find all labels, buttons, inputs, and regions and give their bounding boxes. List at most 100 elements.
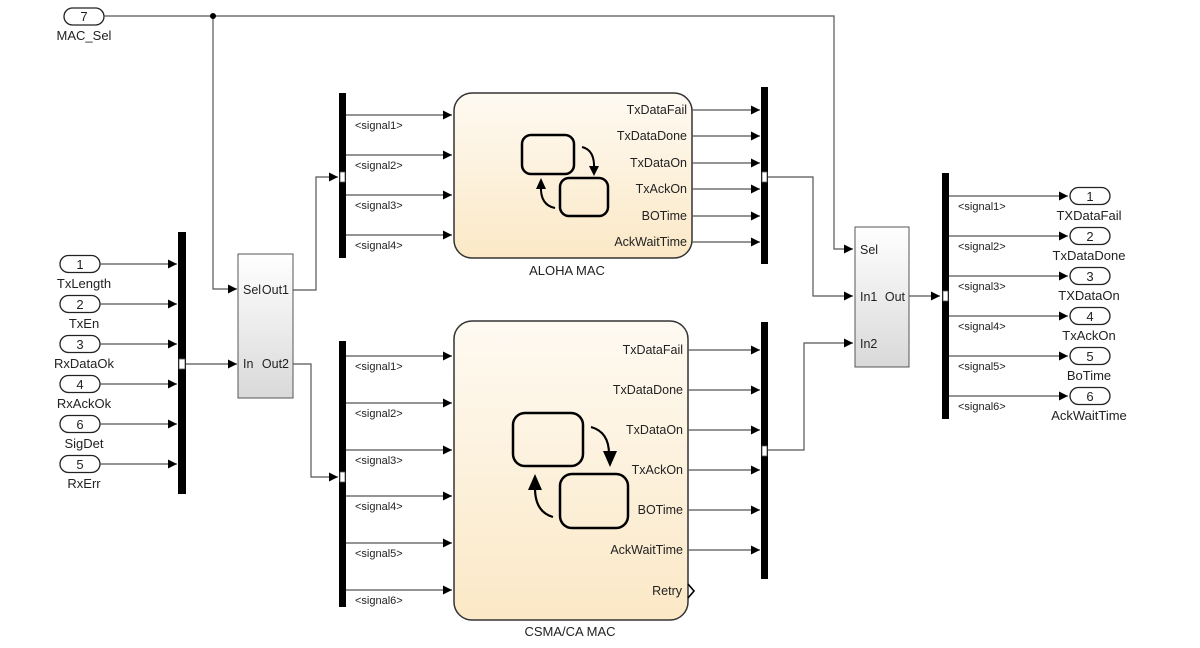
outport-pill[interactable] xyxy=(1069,226,1111,246)
state-icon xyxy=(520,133,576,176)
output-line[interactable]: TxDataOn xyxy=(630,156,760,170)
chart-output-port: TxDataFail xyxy=(623,343,683,357)
output-line[interactable]: TxDataOn xyxy=(626,423,760,437)
switch-port-out: Out xyxy=(885,290,906,304)
chart-output-port: TxDataOn xyxy=(626,423,683,437)
switch-port-in1: In1 xyxy=(860,290,877,304)
output-line[interactable]: TxDataFail xyxy=(623,343,760,357)
signal-label: <signal5> xyxy=(958,361,1006,373)
chart-output-port: BOTime xyxy=(638,503,683,517)
wire-out2-to-csma-bus[interactable] xyxy=(293,363,338,482)
output-line[interactable]: TxAckOn xyxy=(636,182,760,196)
inport-name: RxErr xyxy=(67,476,101,491)
outport-name: AckWaitTime xyxy=(1051,408,1127,423)
wire-mac-sel-to-switch[interactable] xyxy=(104,15,853,254)
aloha-output-wires: TxDataFailTxDataDoneTxDataOnTxAckOnBOTim… xyxy=(614,103,760,249)
output-line[interactable]: TxDataDone xyxy=(617,129,760,143)
chart-output-port: TxDataFail xyxy=(627,103,687,117)
multiport-switch[interactable]: Sel In1 In2 Out xyxy=(854,226,910,368)
output-line[interactable]: AckWaitTime xyxy=(610,543,760,557)
outport-pill[interactable] xyxy=(1069,306,1111,326)
output-line[interactable]: AckWaitTime xyxy=(614,235,760,249)
branch-point xyxy=(210,13,216,19)
output-line[interactable]: TxAckOn xyxy=(632,463,760,477)
state-icon xyxy=(558,176,610,218)
bus-port-icon xyxy=(339,471,346,483)
inport-number: 3 xyxy=(76,337,83,352)
inport-number: 6 xyxy=(76,417,83,432)
inport-name: TxLength xyxy=(57,276,111,291)
outport-pill[interactable] xyxy=(1069,346,1111,366)
aloha-mac-chart[interactable]: ALOHA MAC xyxy=(453,92,693,278)
switch-port-in2: In2 xyxy=(860,337,877,351)
outport-number: 2 xyxy=(1086,229,1093,244)
outport-pill[interactable] xyxy=(1069,386,1111,406)
signal-label: <signal2> xyxy=(355,160,403,172)
state-icon xyxy=(558,472,630,530)
left-inports: 1TxLength2TxEn3RxDataOk4RxAckOk6SigDet5R… xyxy=(54,254,177,492)
outport-number: 4 xyxy=(1086,309,1093,324)
inport-mac-sel[interactable]: 7 MAC_Sel xyxy=(57,7,112,43)
bus-port-icon xyxy=(942,290,949,302)
bus-port-icon xyxy=(178,358,186,370)
outport-pill[interactable] xyxy=(1069,266,1111,286)
outport-number: 3 xyxy=(1086,269,1093,284)
splitter-port-out1: Out1 xyxy=(262,283,289,297)
output-line[interactable]: BOTime xyxy=(642,209,760,223)
output-line[interactable]: BOTime xyxy=(638,503,760,517)
signal-label: <signal4> xyxy=(958,321,1006,333)
signal-label: <signal6> xyxy=(355,595,403,607)
wire-csma-to-switch[interactable] xyxy=(768,338,853,451)
arrowhead xyxy=(536,178,546,189)
splitter-block[interactable] xyxy=(237,253,294,399)
switch-block[interactable] xyxy=(854,226,910,368)
signal-label: <signal1> xyxy=(355,120,403,132)
switch-port-sel: Sel xyxy=(860,243,878,257)
signal-label: <signal3> xyxy=(958,281,1006,293)
chart-output-port: TxAckOn xyxy=(636,182,687,196)
inport-name: TxEn xyxy=(69,316,99,331)
arrowhead xyxy=(589,166,599,176)
inport-number: 5 xyxy=(76,457,83,472)
signal-label: <signal3> xyxy=(355,455,403,467)
csma-mac-chart[interactable]: Retry CSMA/CA MAC xyxy=(453,320,696,639)
splitter-port-out2: Out2 xyxy=(262,357,289,371)
wire-out1-to-aloha-bus[interactable] xyxy=(293,172,338,291)
csma-output-wires: TxDataFailTxDataDoneTxDataOnTxAckOnBOTim… xyxy=(610,343,760,557)
signal-label: <signal2> xyxy=(958,241,1006,253)
outport-name: TxAckOn xyxy=(1062,328,1115,343)
output-line[interactable]: TxDataFail xyxy=(627,103,760,117)
aloha-chart-block[interactable] xyxy=(453,92,693,259)
output-line[interactable]: TxDataDone xyxy=(613,383,760,397)
inport-name: RxDataOk xyxy=(54,356,114,371)
inport-number: 4 xyxy=(76,377,83,392)
signal-label: <signal6> xyxy=(958,401,1006,413)
inport-number: 2 xyxy=(76,297,83,312)
inport-number: 1 xyxy=(76,257,83,272)
outport-number: 6 xyxy=(1086,389,1093,404)
outport-pill[interactable] xyxy=(1069,186,1111,206)
wire-aloha-to-switch[interactable] xyxy=(768,176,853,301)
transition-arrow-icon xyxy=(539,185,556,209)
wire-mac-sel-to-splitter[interactable] xyxy=(212,16,237,294)
splitter-subsystem[interactable]: Sel In Out1 Out2 xyxy=(237,253,294,399)
aloha-title: ALOHA MAC xyxy=(529,263,605,278)
bus-port-icon xyxy=(339,171,346,183)
state-icon xyxy=(511,411,585,468)
chart-output-port: TxDataOn xyxy=(630,156,687,170)
inport-name: MAC_Sel xyxy=(57,28,112,43)
outport-name: TXDataFail xyxy=(1056,208,1121,223)
